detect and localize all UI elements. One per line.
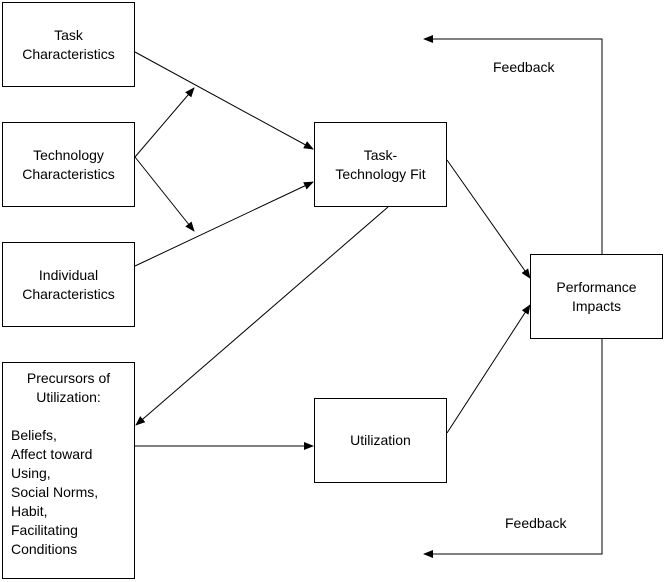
precursors-of-utilization-box: Precursors of Utilization: Beliefs, Affe… [2,362,135,579]
arrow-task-to-fit [134,51,314,150]
individual-characteristics-label: Individual Characteristics [22,266,115,302]
precursors-list: Beliefs, Affect toward Using, Social Nor… [11,427,99,557]
arrow-individual-to-fit [134,181,314,267]
feedback-top-label: Feedback [493,59,555,75]
arrow-fit-to-precursors [135,206,389,426]
task-characteristics-box: Task Characteristics [2,2,135,87]
feedback-bottom-arrow [423,339,603,558]
arrow-technology-to-lower [134,156,195,232]
arrow-fit-to-performance [446,159,531,279]
arrow-technology-to-upper [134,87,195,158]
arrow-utilization-to-performance [446,304,531,434]
feedback-top-arrow [423,35,603,254]
performance-impacts-label: Performance Impacts [556,278,637,314]
technology-characteristics-label: Technology Characteristics [22,146,115,182]
task-technology-fit-label: Task- Technology Fit [335,146,426,182]
precursors-title: Precursors of Utilization: [26,370,111,405]
task-technology-fit-box: Task- Technology Fit [314,122,447,207]
technology-characteristics-box: Technology Characteristics [2,122,135,207]
individual-characteristics-box: Individual Characteristics [2,242,135,327]
utilization-box: Utilization [314,398,447,483]
performance-impacts-box: Performance Impacts [530,254,663,339]
task-characteristics-label: Task Characteristics [22,26,115,62]
utilization-label: Utilization [350,432,411,448]
feedback-bottom-label: Feedback [505,515,567,531]
